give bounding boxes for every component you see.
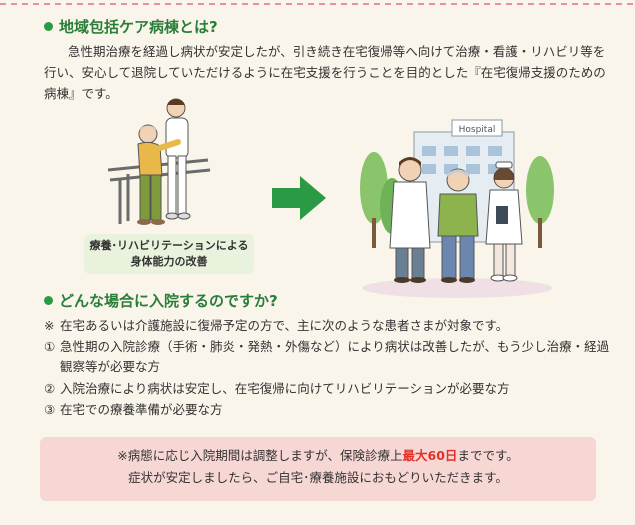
rehab-scene-icon	[107, 98, 211, 225]
list-item-1-continued: 観察等が必要な方	[60, 359, 161, 374]
section1-line-1: 急性期治療を経過し病状が安定したが、引き続き在宅復帰等へ向けて治療・看護・リハビ…	[68, 44, 606, 59]
section2-heading-text: どんな場合に入院するのですか?	[59, 292, 278, 310]
hospital-sign: Hospital	[459, 125, 496, 135]
rehab-caption-line-2: 身体能力の改善	[130, 255, 208, 268]
list-item-2-text: 入院治療により病状は安定し、在宅復帰に向けてリハビリテーションが必要な方	[60, 381, 510, 396]
list-item-3-mark: ③	[44, 402, 56, 417]
list-item-2-mark: ②	[44, 381, 56, 396]
list-item-1: ① 急性期の入院診療（手術・肺炎・発熱・外傷など）により病状は改善したが、もう少し…	[44, 337, 609, 357]
note-max-days: 最大60日	[402, 448, 458, 463]
list-item-3-text: 在宅での療養準備が必要な方	[60, 402, 223, 417]
section2-intro: ※ 在宅あるいは介護施設に復帰予定の方で、主に次のような患者さまが対象です。	[44, 316, 508, 336]
list-item-1-text: 急性期の入院診療（手術・肺炎・発熱・外傷など）により病状は改善したが、もう少し治…	[60, 339, 610, 354]
rehab-caption: 療養･リハビリテーションによる 身体能力の改善	[84, 234, 254, 274]
section1-line-3: 病棟』です。	[44, 86, 118, 101]
list-item-3: ③ 在宅での療養準備が必要な方	[44, 400, 223, 420]
bullet-icon	[44, 296, 53, 305]
note-line-2: 症状が安定しましたら、ご自宅･療養施設におもどりいただきます。	[128, 470, 508, 485]
section2-heading: どんな場合に入院するのですか?	[44, 290, 278, 311]
note-line-1-pre: ※病態に応じ入院期間は調整しますが、保険診療上	[117, 448, 403, 463]
rehab-caption-line-1: 療養･リハビリテーションによる	[89, 239, 249, 252]
bullet-icon	[44, 22, 53, 31]
section1-line-2: 行い、安心して退院していただけるように在宅支援を行うことを目的とした『在宅復帰支…	[44, 65, 606, 80]
section1-heading: 地域包括ケア病棟とは?	[44, 16, 218, 37]
note-line-1: ※病態に応じ入院期間は調整しますが、保険診療上最大60日までです。	[40, 445, 596, 467]
intro-mark: ※	[44, 318, 55, 333]
top-dashed-border	[0, 0, 635, 8]
note-box: ※病態に応じ入院期間は調整しますが、保険診療上最大60日までです。 症状が安定し…	[40, 437, 596, 501]
list-item-1-mark: ①	[44, 339, 56, 354]
note-line-1-post: までです。	[457, 448, 519, 463]
section2-intro-text: 在宅あるいは介護施設に復帰予定の方で、主に次のような患者さまが対象です。	[60, 318, 509, 333]
section1-heading-text: 地域包括ケア病棟とは?	[59, 18, 218, 36]
list-item-2: ② 入院治療により病状は安定し、在宅復帰に向けてリハビリテーションが必要な方	[44, 379, 510, 399]
right-arrow-icon	[272, 176, 326, 220]
hospital-staff-scene-icon: Hospital	[360, 119, 554, 298]
